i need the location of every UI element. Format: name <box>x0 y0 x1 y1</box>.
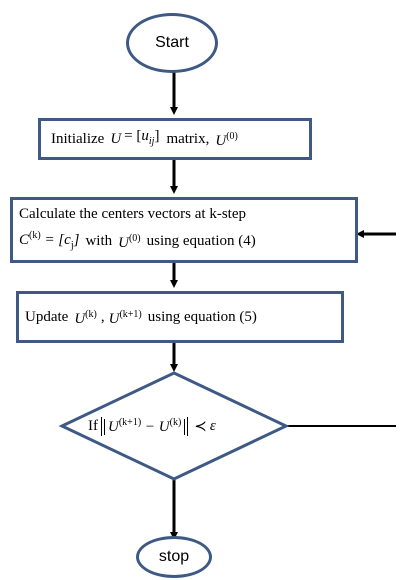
start-label: Start <box>155 34 189 51</box>
calculate-u0: U(0) <box>118 233 141 251</box>
start-node: Start <box>126 13 218 73</box>
calculate-line2: C(k) = [cj] with U(0) using equation (4) <box>19 227 355 255</box>
decision-less-than: ≺ <box>194 418 207 435</box>
update-comma: , <box>100 309 105 325</box>
initialize-label: Initialize <box>51 131 105 147</box>
calculate-with-word: with <box>85 233 113 249</box>
decision-epsilon: ε <box>209 417 216 434</box>
calculate-using: using equation (4) <box>146 233 256 249</box>
update-uk1: U(k+1) <box>108 309 142 327</box>
calculate-centers-box: Calculate the centers vectors at k-step … <box>10 197 358 263</box>
initialize-u0: U(0) <box>215 131 238 149</box>
update-using: using equation (5) <box>147 309 257 325</box>
decision-norm: U(k+1) − U(k) <box>101 416 189 436</box>
update-uk: U(k) <box>74 309 97 327</box>
decision-diamond <box>58 371 290 481</box>
update-box: Update U(k) , U(k+1) using equation (5) <box>16 291 344 343</box>
calculate-c-formula: C(k) = [cj] <box>19 230 80 251</box>
stop-node: stop <box>136 536 212 578</box>
calculate-line1: Calculate the centers vectors at k-step <box>19 206 246 222</box>
stop-label: stop <box>158 548 190 565</box>
initialize-box: Initialize U = [uij] matrix, U(0) <box>38 118 312 160</box>
decision-if: If <box>88 417 98 434</box>
initialize-formula: U <box>110 131 122 147</box>
decision-label: If U(k+1) − U(k) ≺ ε <box>88 405 288 447</box>
initialize-equals: = [uij] <box>124 128 160 147</box>
initialize-matrix-word: matrix, <box>166 131 210 147</box>
update-label: Update <box>25 309 69 325</box>
